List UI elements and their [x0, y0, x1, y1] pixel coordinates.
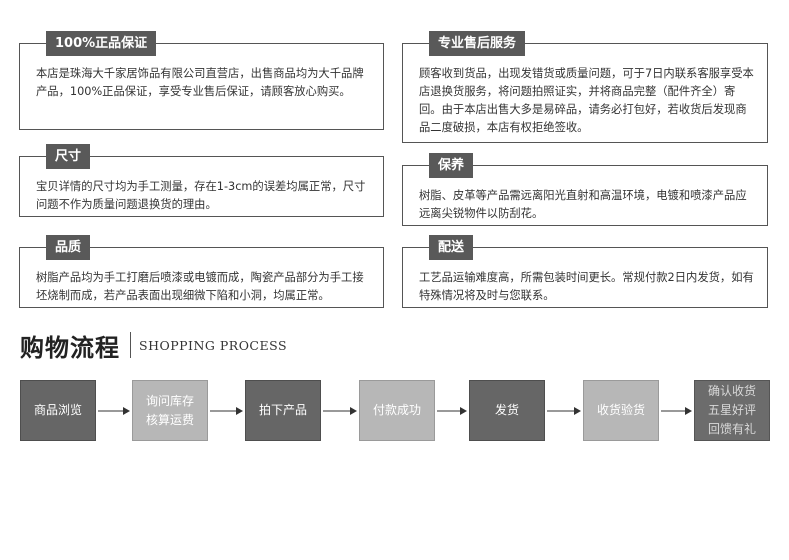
maintenance-text: 树脂、皮革等产品需远离阳光直射和高温环境，电镀和喷漆产品应远离尖锐物件以防刮花。 — [419, 189, 747, 220]
quality-panel: 品质 树脂产品均为手工打磨后喷漆或电镀而成，陶瓷产品部分为手工接坯烧制而成，若产… — [19, 235, 384, 308]
maintenance-title: 保养 — [429, 153, 474, 178]
authentic-guarantee-text: 本店是珠海大千家居饰品有限公司直营店，出售商品均为大千品牌产品，100%正品保证… — [36, 67, 364, 98]
shopping-process-heading: 购物流程 SHOPPING PROCESS — [20, 328, 287, 362]
step-receive: 收货验货 — [583, 380, 659, 441]
step-browse: 商品浏览 — [20, 380, 96, 441]
quality-title: 品质 — [46, 235, 91, 260]
step-ship: 发货 — [469, 380, 545, 441]
right-arrow-icon — [661, 407, 692, 415]
maintenance-panel: 保养 树脂、皮革等产品需远离阳光直射和高温环境，电镀和喷漆产品应远离尖锐物件以防… — [402, 153, 768, 226]
authentic-guarantee-panel: 100%正品保证 本店是珠海大千家居饰品有限公司直营店，出售商品均为大千品牌产品… — [19, 31, 384, 130]
size-panel: 尺寸 宝贝详情的尺寸均为手工测量，存在1-3cm的误差均属正常，尺寸问题不作为质… — [19, 144, 384, 217]
after-sales-text: 顾客收到货品，出现发错货或质量问题，可于7日内联系客服享受本店退换货服务，将问题… — [419, 67, 754, 134]
quality-text: 树脂产品均为手工打磨后喷漆或电镀而成，陶瓷产品部分为手工接坯烧制而成，若产品表面… — [36, 271, 364, 302]
right-arrow-icon — [210, 407, 243, 415]
right-arrow-icon — [98, 407, 130, 415]
heading-divider — [130, 332, 131, 358]
shopping-process-title: 购物流程 — [20, 333, 120, 362]
right-arrow-icon — [437, 407, 467, 415]
step-order: 拍下产品 — [245, 380, 321, 441]
step-payment: 付款成功 — [359, 380, 435, 441]
size-text: 宝贝详情的尺寸均为手工测量，存在1-3cm的误差均属正常，尺寸问题不作为质量问题… — [36, 180, 366, 211]
delivery-text: 工艺品运输难度高，所需包装时间更长。常规付款2日内发货，如有特殊情况将及时与您联… — [419, 271, 754, 302]
step-inquire: 询问库存 核算运费 — [132, 380, 208, 441]
right-arrow-icon — [547, 407, 581, 415]
size-title: 尺寸 — [46, 144, 91, 169]
step-confirm: 确认收货 五星好评 回馈有礼 — [694, 380, 770, 441]
delivery-panel: 配送 工艺品运输难度高，所需包装时间更长。常规付款2日内发货，如有特殊情况将及时… — [402, 235, 768, 308]
delivery-title: 配送 — [429, 235, 474, 260]
right-arrow-icon — [323, 407, 357, 415]
authentic-guarantee-title: 100%正品保证 — [46, 31, 157, 56]
after-sales-panel: 专业售后服务 顾客收到货品，出现发错货或质量问题，可于7日内联系客服享受本店退换… — [402, 31, 768, 143]
after-sales-title: 专业售后服务 — [429, 31, 526, 56]
shopping-process-subtitle: SHOPPING PROCESS — [139, 337, 288, 353]
